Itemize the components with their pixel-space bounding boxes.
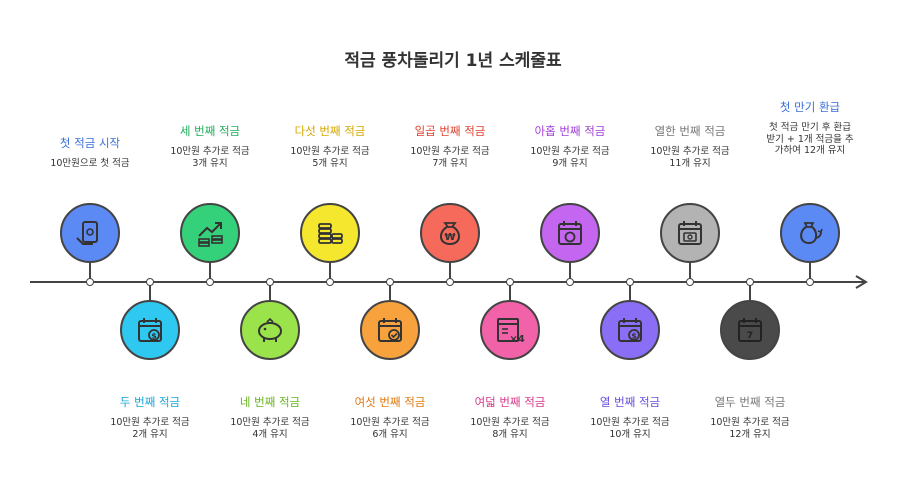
timeline-dot <box>565 277 574 286</box>
step-description: 10만원 추가로 적금 7개 유지 <box>410 146 490 169</box>
step-description: 첫 적금 만기 후 환급 받기 + 1개 적금을 추 가하여 12개 유지 <box>766 122 854 156</box>
step-title: 네 번째 적금 <box>239 395 301 409</box>
step-label: 열두 번째 적금 10만원 추가로 적금 12개 유지 <box>690 395 810 440</box>
timeline-dot <box>325 277 334 286</box>
step-node <box>300 203 360 263</box>
timeline-connector <box>569 263 571 282</box>
step-node <box>180 203 240 263</box>
timeline-dot <box>625 277 634 286</box>
step-label: 첫 적금 시작 10만원으로 첫 적금 <box>30 136 150 170</box>
step-description: 10만원 추가로 적금 11개 유지 <box>650 146 730 169</box>
timeline-dot <box>205 277 214 286</box>
timeline-connector <box>149 282 151 300</box>
timeline-dot <box>445 277 454 286</box>
timeline-connector <box>689 263 691 282</box>
step-label: 아홉 번째 적금 10만원 추가로 적금 9개 유지 <box>510 124 630 169</box>
timeline-connector <box>389 282 391 300</box>
money-bag-arrow-icon <box>793 216 827 250</box>
calendar-check-icon <box>373 313 407 347</box>
step-title: 다섯 번째 적금 <box>294 124 366 138</box>
step-node: ×4 <box>480 300 540 360</box>
timeline-dot <box>685 277 694 286</box>
step-node <box>780 203 840 263</box>
step-node: 7 <box>720 300 780 360</box>
step-node <box>540 203 600 263</box>
step-description: 10만원으로 첫 적금 <box>50 158 130 169</box>
timeline-connector <box>809 263 811 282</box>
step-title: 일곱 번째 적금 <box>414 124 486 138</box>
step-description: 10만원 추가로 적금 2개 유지 <box>110 417 190 440</box>
step-title: 첫 적금 시작 <box>59 136 121 150</box>
step-label: 일곱 번째 적금 10만원 추가로 적금 7개 유지 <box>390 124 510 169</box>
timeline-dot <box>505 277 514 286</box>
step-description: 10만원 추가로 적금 12개 유지 <box>710 417 790 440</box>
step-label: 여섯 번째 적금 10만원 추가로 적금 6개 유지 <box>330 395 450 440</box>
step-label: 열 번째 적금 10만원 추가로 적금 10개 유지 <box>570 395 690 440</box>
step-label: 세 번째 적금 10만원 추가로 적금 3개 유지 <box>150 124 270 169</box>
step-label: 네 번째 적금 10만원 추가로 적금 4개 유지 <box>210 395 330 440</box>
step-label: 두 번째 적금 10만원 추가로 적금 2개 유지 <box>90 395 210 440</box>
won-bag-icon: ₩ <box>433 216 467 250</box>
step-label: 열한 번째 적금 10만원 추가로 적금 11개 유지 <box>630 124 750 169</box>
page-title: 적금 풍차돌리기 1년 스케줄표 <box>344 51 562 71</box>
timeline-dot <box>805 277 814 286</box>
timeline-connector <box>89 263 91 282</box>
step-description: 10만원 추가로 적금 6개 유지 <box>350 417 430 440</box>
timeline-connector <box>749 282 751 300</box>
step-node <box>60 203 120 263</box>
step-title: 아홉 번째 적금 <box>534 124 606 138</box>
step-description: 10만원 추가로 적금 5개 유지 <box>290 146 370 169</box>
step-description: 10만원 추가로 적금 8개 유지 <box>470 417 550 440</box>
timeline-connector <box>329 263 331 282</box>
timeline-connector <box>269 282 271 300</box>
step-title: 열 번째 적금 <box>599 395 661 409</box>
step-title: 세 번째 적금 <box>179 124 241 138</box>
timeline-connector <box>509 282 511 300</box>
timeline-dot <box>385 277 394 286</box>
step-description: 10만원 추가로 적금 10개 유지 <box>590 417 670 440</box>
money-hand-icon <box>73 216 107 250</box>
calendar-dollar-icon: $ <box>133 313 167 347</box>
step-label: 다섯 번째 적금 10만원 추가로 적금 5개 유지 <box>270 124 390 169</box>
step-description: 10만원 추가로 적금 9개 유지 <box>530 146 610 169</box>
step-node <box>240 300 300 360</box>
calendar-money-icon <box>673 216 707 250</box>
timeline-connector <box>209 263 211 282</box>
step-title: 두 번째 적금 <box>119 395 181 409</box>
timeline-dot <box>145 277 154 286</box>
timeline-dot <box>85 277 94 286</box>
step-description: 10만원 추가로 적금 4개 유지 <box>230 417 310 440</box>
step-node <box>360 300 420 360</box>
step-description: 10만원 추가로 적금 3개 유지 <box>170 146 250 169</box>
step-node: ₩ <box>420 203 480 263</box>
svg-text:7: 7 <box>747 331 753 341</box>
step-title: 열두 번째 적금 <box>714 395 786 409</box>
calendar-coin-icon <box>553 216 587 250</box>
step-title: 여섯 번째 적금 <box>354 395 426 409</box>
growth-coins-icon <box>193 216 227 250</box>
piggy-bank-icon <box>253 313 287 347</box>
calendar-dollar-icon: $ <box>613 313 647 347</box>
step-title: 여덟 번째 적금 <box>474 395 546 409</box>
coin-stack-icon <box>313 216 347 250</box>
step-label: 여덟 번째 적금 10만원 추가로 적금 8개 유지 <box>450 395 570 440</box>
calendar-seven-icon: 7 <box>733 313 767 347</box>
timeline-dot <box>745 277 754 286</box>
timeline-connector <box>449 263 451 282</box>
svg-text:×4: ×4 <box>509 334 524 345</box>
svg-text:$: $ <box>631 332 637 341</box>
step-node: $ <box>120 300 180 360</box>
timeline-connector <box>629 282 631 300</box>
step-title: 첫 만기 환급 <box>779 100 841 114</box>
step-node <box>660 203 720 263</box>
step-title: 열한 번째 적금 <box>654 124 726 138</box>
calendar-x4-icon: ×4 <box>493 313 527 347</box>
step-node: $ <box>600 300 660 360</box>
svg-text:$: $ <box>151 332 157 341</box>
timeline-dot <box>265 277 274 286</box>
svg-text:₩: ₩ <box>444 232 455 243</box>
